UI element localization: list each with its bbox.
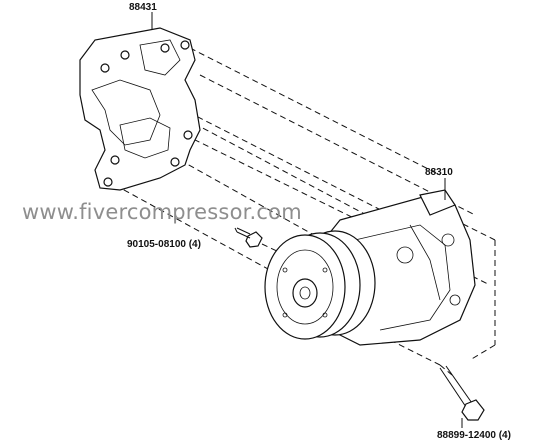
watermark: www.fivercompressor.com <box>22 200 302 224</box>
compressor-pulley <box>264 230 376 340</box>
bracket <box>79 27 201 191</box>
compressor-part-number: 88310 <box>425 167 453 178</box>
bracket-holes <box>100 40 193 187</box>
bracket-part-number: 88431 <box>129 2 157 13</box>
small-bolt <box>234 227 263 248</box>
small-bolt-part-number: 90105-08100 (4) <box>127 239 201 250</box>
long-bolt-part-number: 88899-12400 (4) <box>437 430 511 441</box>
long-bolt <box>439 365 485 428</box>
